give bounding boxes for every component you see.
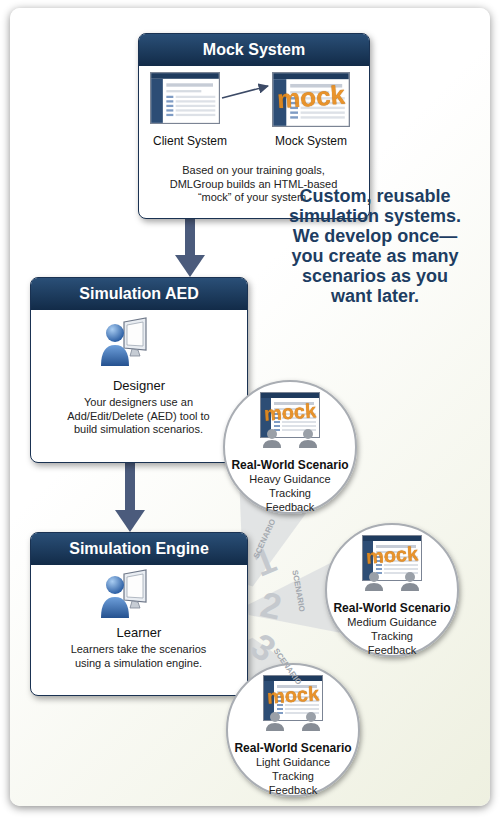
screen-caption: Mock System [266,134,356,148]
mock-watermark: mock [254,398,326,427]
box-header: Simulation AED [31,278,247,310]
arrow-shaft [185,219,195,257]
scenario-title: Real-World Scenario [223,458,357,472]
circle-shape [326,524,458,656]
screen-caption: Client System [145,134,235,148]
role-name: Designer [31,378,247,393]
box-header: Simulation Engine [31,533,247,565]
mock-watermark: mock [271,79,351,114]
stage-box: Simulation EngineLearnerLearners take th… [30,532,248,696]
box-header: Mock System [139,34,369,66]
circle-shape [224,381,356,513]
box-description: Your designers use an Add/Edit/Delete (A… [67,396,210,437]
tagline: Custom, reusable simulation systems. We … [282,186,468,306]
scenario-details: Heavy Guidance Tracking Feedback [245,472,336,514]
arrow-head [175,255,205,277]
flow-arrow [115,463,145,532]
role-name: Learner [31,625,247,640]
box-description: Learners take the scenarios using a simu… [67,643,210,670]
scenario-details: Light Guidance Tracking Feedback [248,755,339,797]
flow-arrow [175,219,205,277]
arrow-shaft [125,463,135,512]
scenario-title: Real-World Scenario [226,741,360,755]
arrow-head [115,510,145,532]
stage-box: Simulation AED DesignerYour designers use… [30,277,248,463]
scenario-details: Medium Guidance Tracking Feedback [347,615,438,657]
scenario-title: Real-World Scenario [325,601,459,615]
mock-watermark: mock [356,541,428,570]
